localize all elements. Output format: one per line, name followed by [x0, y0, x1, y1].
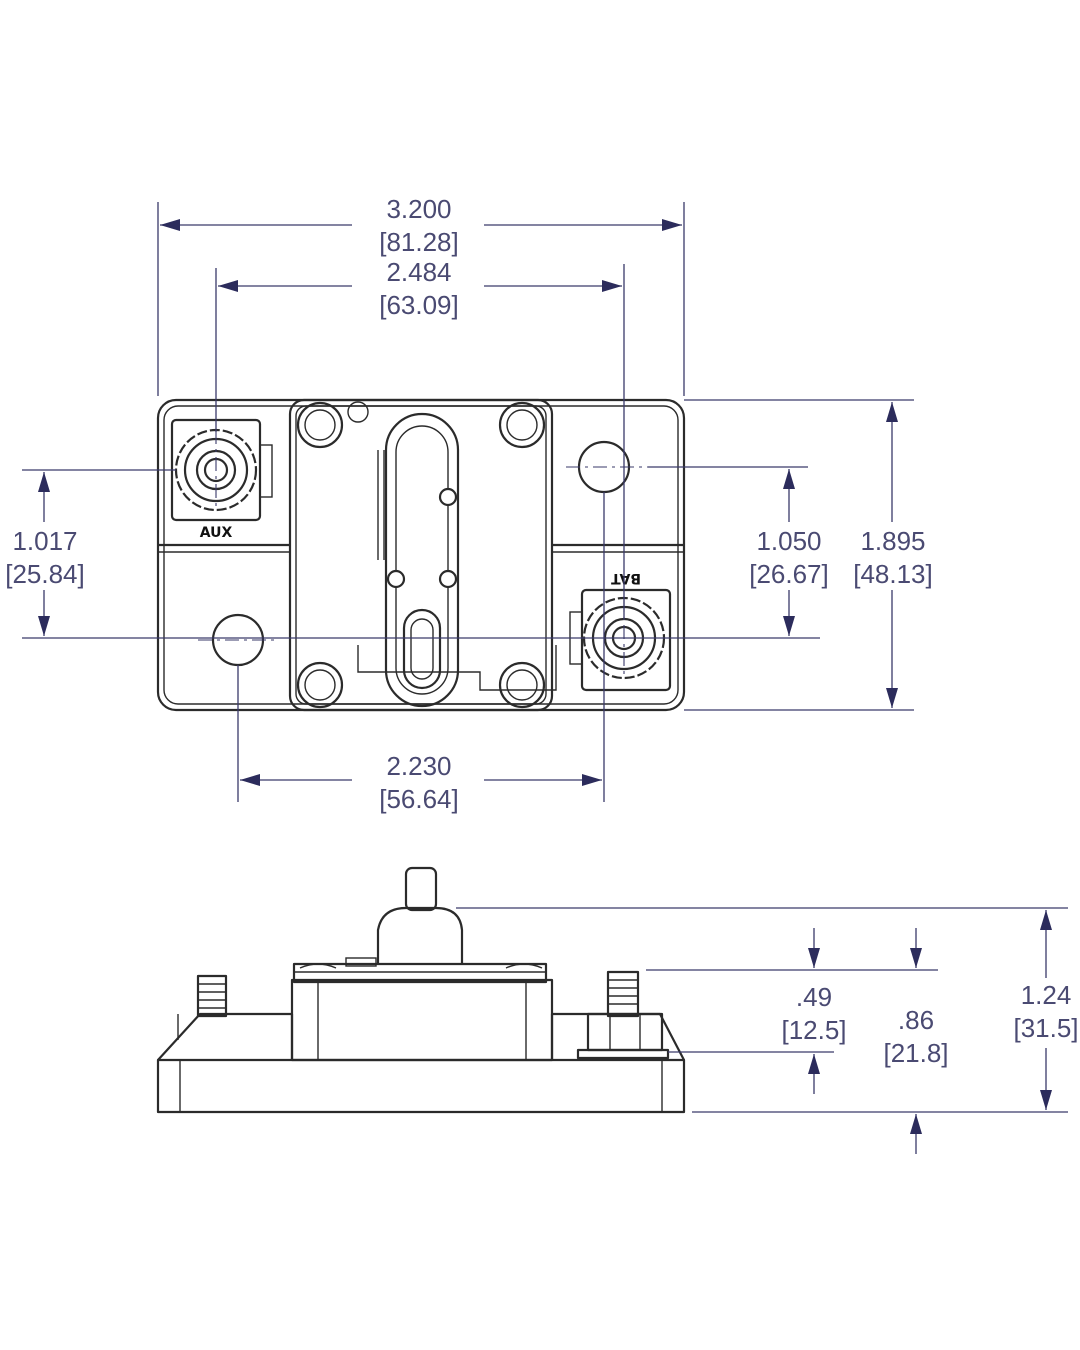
dim-label: 3.200: [386, 194, 451, 224]
dim-label-mm: [31.5]: [1013, 1013, 1078, 1043]
stud-left: [196, 974, 228, 1018]
dim-side-overall-height: 1.24 [31.5]: [1013, 910, 1079, 1110]
reset-lever: [357, 412, 557, 708]
dim-label-mm: [12.5]: [781, 1015, 846, 1045]
dim-stud-spacing: 2.484 [63.09]: [218, 257, 622, 320]
dim-label: 2.230: [386, 751, 451, 781]
housing-screws: [296, 401, 546, 709]
dim-label: .49: [796, 982, 832, 1012]
dim-label-mm: [21.8]: [883, 1038, 948, 1068]
dim-label-mm: [81.28]: [379, 227, 459, 257]
dim-label: 1.24: [1021, 980, 1072, 1010]
dim-label: .86: [898, 1005, 934, 1035]
top-view: AUX BAT: [5, 194, 933, 814]
dim-left-offset: 1.017 [25.84]: [5, 472, 85, 636]
dim-right-offset: 1.050 [26.67]: [749, 469, 829, 636]
dim-label: 2.484: [386, 257, 451, 287]
dim-label: 1.895: [860, 526, 925, 556]
side-view: .49 [12.5] .86 [21.8] 1.24 [31.5]: [156, 866, 1079, 1154]
dim-label-mm: [63.09]: [379, 290, 459, 320]
dim-label-mm: [48.13]: [853, 559, 933, 589]
terminal-right-mark: BAT: [611, 570, 641, 586]
dim-label-mm: [25.84]: [5, 559, 85, 589]
dim-stud-height: .49 [12.5]: [781, 928, 847, 1094]
stud-right: [576, 970, 670, 1060]
dim-body-height: .86 [21.8]: [883, 928, 949, 1154]
dim-hole-spacing: 2.230 [56.64]: [240, 751, 602, 814]
dim-label-mm: [56.64]: [379, 784, 459, 814]
dim-label: 1.050: [756, 526, 821, 556]
terminal-left-mark: AUX: [200, 525, 233, 541]
dim-overall-width: 3.200 [81.28]: [160, 194, 682, 257]
dim-label-mm: [26.67]: [749, 559, 829, 589]
dim-label: 1.017: [12, 526, 77, 556]
dim-overall-height: 1.895 [48.13]: [853, 402, 933, 708]
